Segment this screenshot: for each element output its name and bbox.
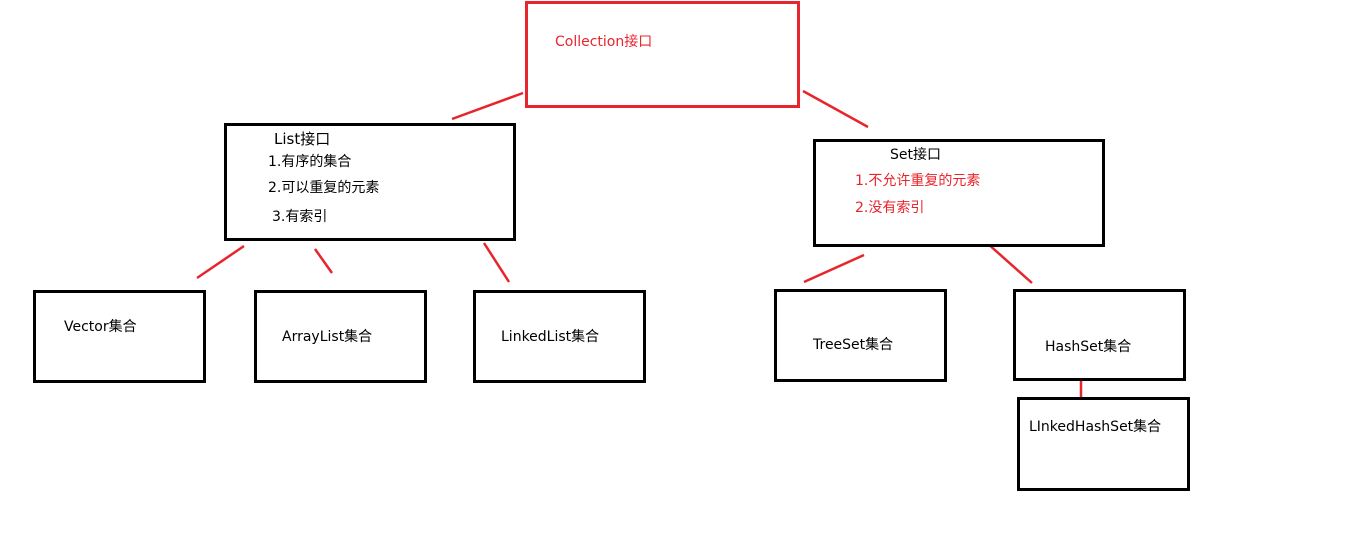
collection-interface-box <box>525 1 800 108</box>
list-feature-ordered: 1.有序的集合 <box>268 154 352 170</box>
collection-interface-title: Collection接口 <box>555 34 653 50</box>
connector-list-linkedlist <box>482 242 511 283</box>
vector-class-box <box>33 290 206 383</box>
list-feature-index: 3.有索引 <box>272 209 328 225</box>
linkedlist-class-label: LinkedList集合 <box>501 329 600 345</box>
connector-list-vector <box>196 244 245 280</box>
linkedhashset-class-label: LInkedHashSet集合 <box>1029 419 1162 435</box>
set-interface-title: Set接口 <box>890 147 941 163</box>
connector-collection-set <box>802 89 869 129</box>
set-feature-no-index: 2.没有索引 <box>855 200 925 216</box>
hashset-class-label: HashSet集合 <box>1045 339 1132 355</box>
connector-set-hashset <box>986 242 1033 284</box>
treeset-class-label: TreeSet集合 <box>813 337 894 353</box>
linkedhashset-class-box <box>1017 397 1190 491</box>
list-interface-box <box>224 123 516 241</box>
vector-class-label: Vector集合 <box>64 319 137 335</box>
set-feature-no-duplicates: 1.不允许重复的元素 <box>855 173 981 189</box>
list-interface-title: List接口 <box>274 130 331 148</box>
list-feature-duplicates: 2.可以重复的元素 <box>268 180 380 196</box>
treeset-class-box <box>774 289 947 382</box>
connector-list-arraylist <box>313 248 334 274</box>
connector-set-treeset <box>803 253 865 284</box>
set-interface-box <box>813 139 1105 247</box>
linkedlist-class-box <box>473 290 646 383</box>
arraylist-class-box <box>254 290 427 383</box>
connector-collection-list <box>451 91 524 121</box>
arraylist-class-label: ArrayList集合 <box>282 329 373 345</box>
hashset-class-box <box>1013 289 1186 381</box>
